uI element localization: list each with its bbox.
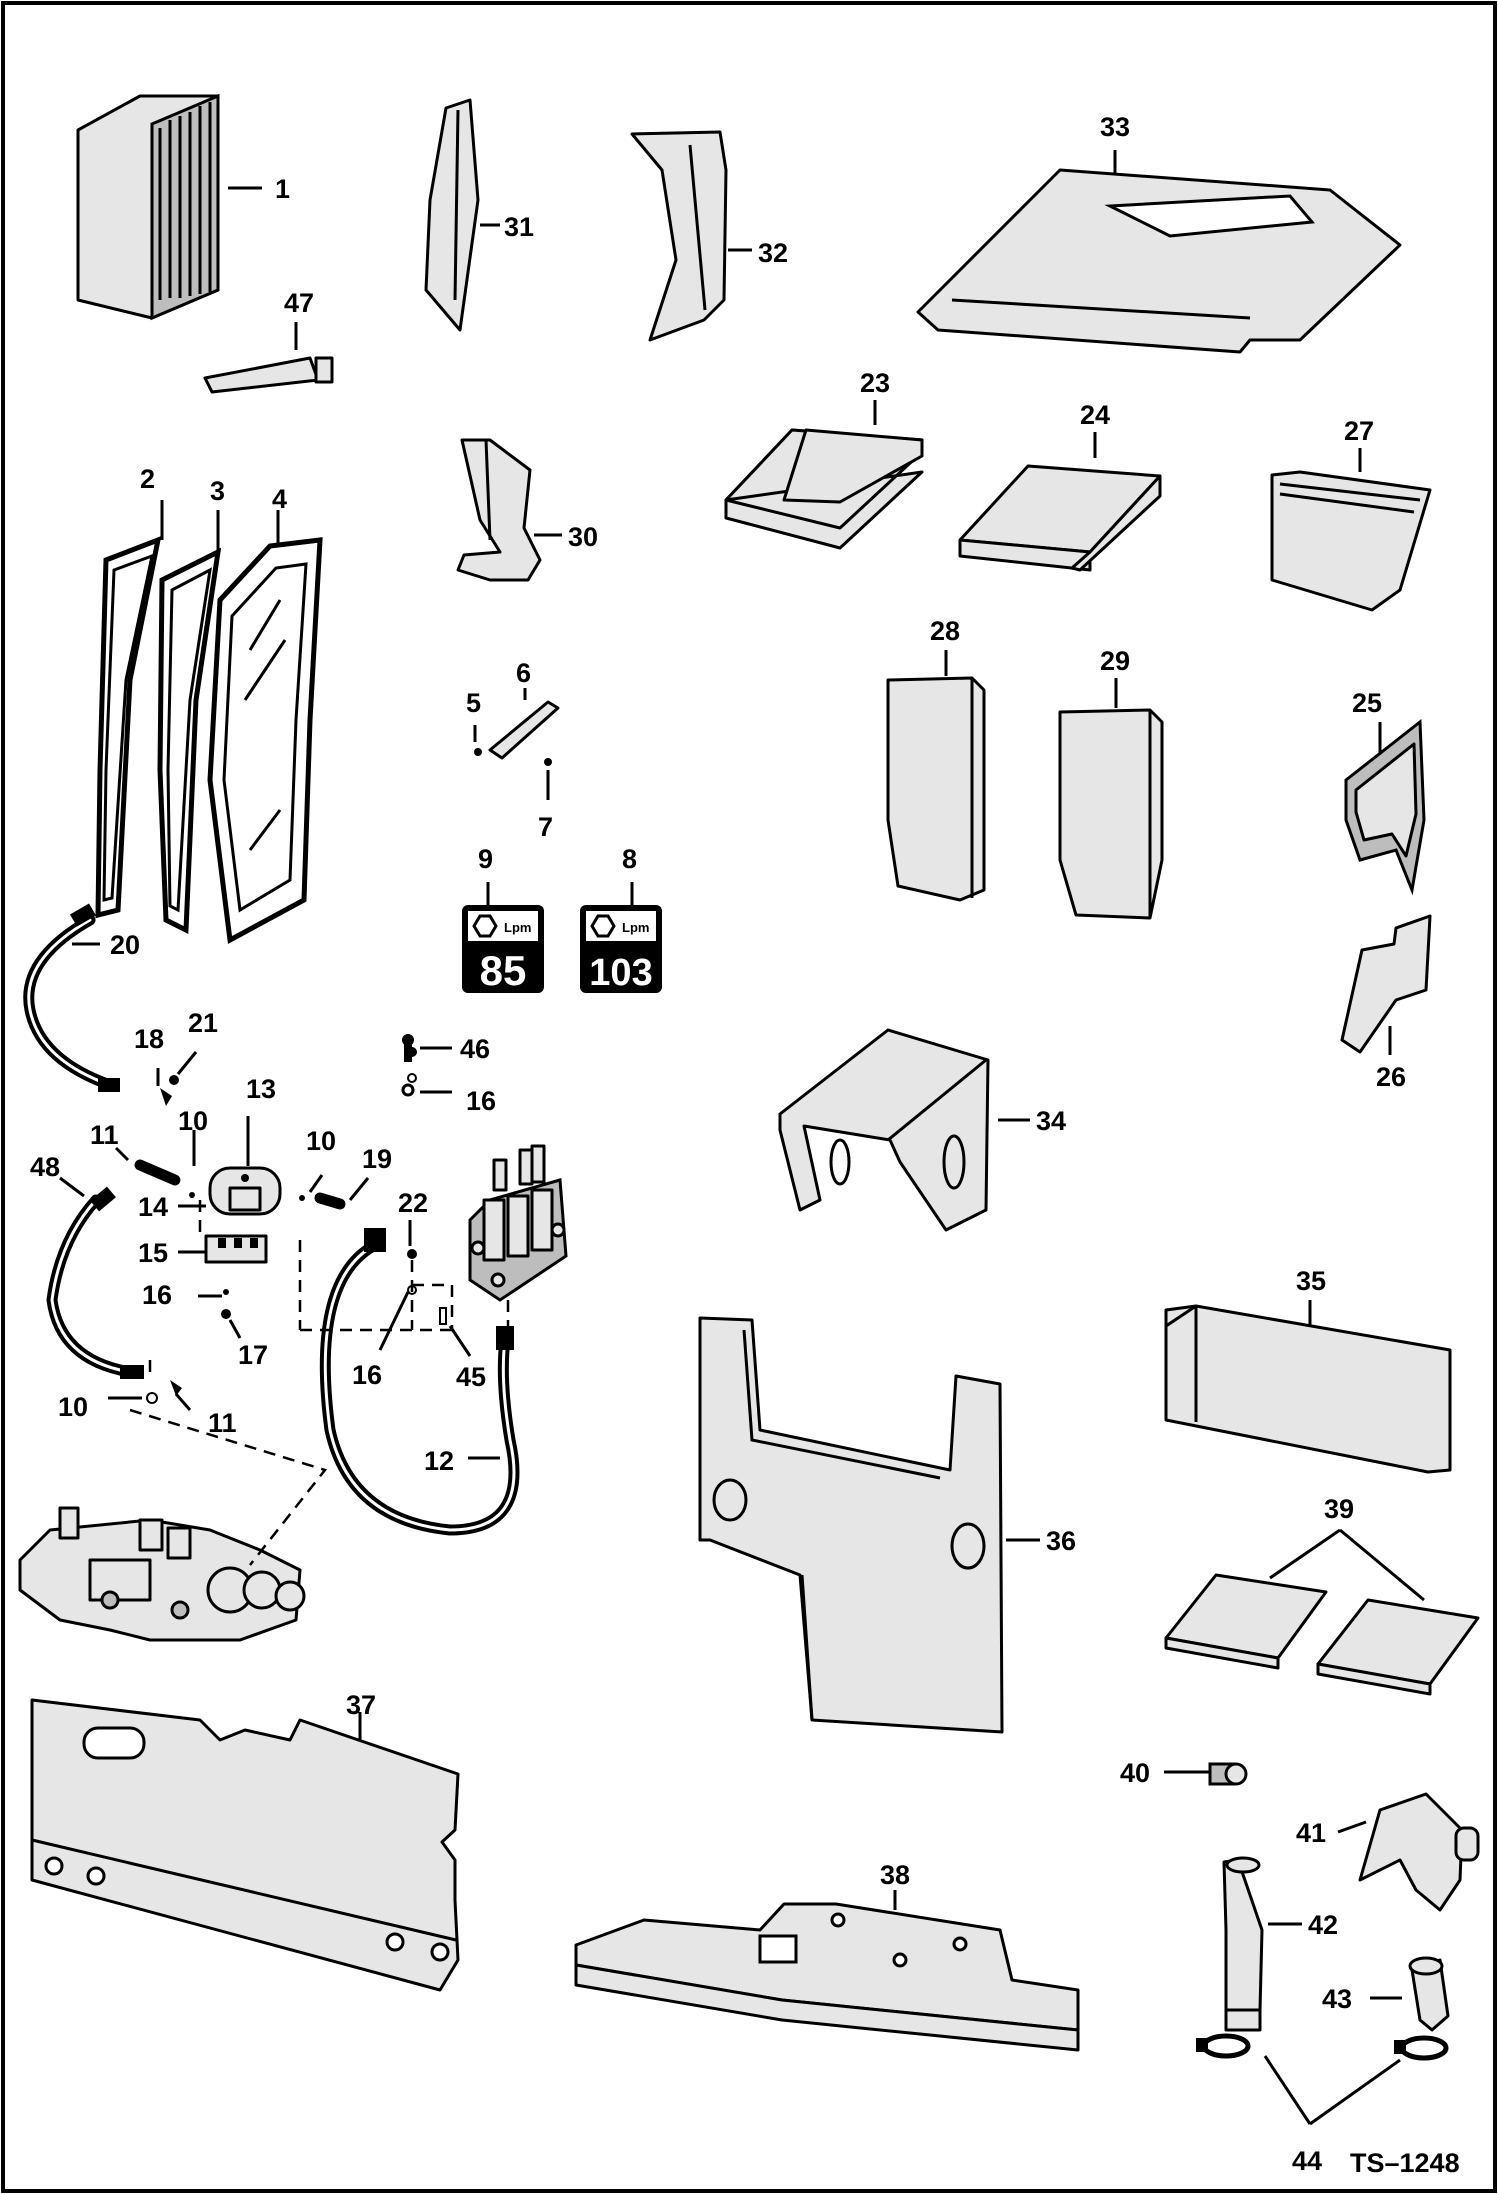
- part-37-panel: [30, 1698, 460, 1992]
- part-44-clamps: [1196, 2033, 1449, 2126]
- callout-15: 15: [138, 1238, 168, 1268]
- callout-43: 43: [1322, 1984, 1352, 2014]
- part-24-foam: [958, 432, 1162, 572]
- callout-28: 28: [930, 616, 960, 646]
- callout-2: 2: [140, 464, 155, 494]
- callout-23: 23: [860, 368, 890, 398]
- decal-8-unit: Lpm: [622, 920, 649, 935]
- decal-8-value: 103: [589, 952, 652, 994]
- decal-9: Lpm 85: [462, 882, 544, 994]
- part-48-hose: [46, 1176, 144, 1379]
- hydraulic-pump: [18, 1408, 328, 1642]
- callout-11a: 11: [90, 1120, 119, 1150]
- callout-17: 17: [238, 1340, 268, 1370]
- leader-lines: [108, 1051, 472, 1411]
- callout-16b: 16: [352, 1360, 382, 1390]
- callout-19: 19: [362, 1144, 392, 1174]
- callout-4: 4: [272, 484, 287, 514]
- part-36-panel: [698, 1316, 1040, 1734]
- callout-27: 27: [1344, 416, 1374, 446]
- callout-46: 46: [460, 1034, 490, 1064]
- callout-44: 44: [1292, 2146, 1322, 2176]
- part-34-cover: [778, 1028, 1030, 1232]
- part-30-trim: [456, 438, 562, 582]
- callout-34: 34: [1036, 1106, 1066, 1136]
- part-4-glass: [207, 510, 323, 944]
- callout-45: 45: [456, 1362, 486, 1392]
- callout-labels: 1 2 3 4 5 6 7 8 9 10 10 10 11 11 12 13 1…: [30, 112, 1460, 2178]
- part-3-seal: [157, 510, 222, 934]
- callout-25: 25: [1352, 688, 1382, 718]
- decal-8: Lpm 103: [580, 882, 662, 994]
- callout-5: 5: [466, 688, 481, 718]
- callout-30: 30: [568, 522, 598, 552]
- part-33-headliner: [916, 150, 1402, 354]
- part-31-pillar-trim: [424, 98, 500, 332]
- callout-47: 47: [284, 288, 314, 318]
- part-23-foam: [724, 400, 924, 550]
- callout-10b: 10: [306, 1126, 336, 1156]
- callout-29: 29: [1100, 646, 1130, 676]
- callout-11b: 11: [208, 1408, 237, 1438]
- callout-6: 6: [516, 658, 531, 688]
- part-40-clip: [1164, 1762, 1248, 1786]
- callout-14: 14: [138, 1192, 168, 1222]
- part-39-foam-pads: [1164, 1528, 1480, 1696]
- callout-31: 31: [504, 212, 534, 242]
- callout-8: 8: [622, 844, 637, 874]
- part-47-tube: [203, 322, 334, 394]
- callout-12: 12: [424, 1446, 454, 1476]
- callout-1: 1: [275, 174, 290, 204]
- callout-35: 35: [1296, 1266, 1326, 1296]
- part-32-pillar-trim: [630, 130, 752, 342]
- callout-21: 21: [188, 1008, 218, 1038]
- callout-20: 20: [110, 930, 140, 960]
- callout-16a: 16: [142, 1280, 172, 1310]
- part-27-foam: [1270, 448, 1432, 612]
- part-25-seal: [1344, 719, 1426, 896]
- callout-32: 32: [758, 238, 788, 268]
- callout-39: 39: [1324, 1494, 1354, 1524]
- callout-10a: 10: [178, 1106, 208, 1136]
- part-28-foam: [886, 650, 986, 902]
- hydraulic-filter-assembly: [134, 1047, 510, 1404]
- part-6-plate: [473, 688, 560, 800]
- part-46-bolt: [401, 1034, 452, 1097]
- callout-37: 37: [346, 1690, 376, 1720]
- callout-24: 24: [1080, 400, 1110, 430]
- callout-40: 40: [1120, 1758, 1150, 1788]
- callout-9: 9: [478, 844, 493, 874]
- callout-13: 13: [246, 1074, 276, 1104]
- callout-41: 41: [1296, 1818, 1326, 1848]
- part-43-elbow: [1370, 1956, 1450, 2032]
- control-valve: [468, 1144, 568, 1302]
- callout-10c: 10: [58, 1392, 88, 1422]
- callout-3: 3: [210, 476, 225, 506]
- callout-26: 26: [1376, 1062, 1406, 1092]
- callout-33: 33: [1100, 112, 1130, 142]
- part-35-foam: [1164, 1300, 1452, 1474]
- callout-22: 22: [398, 1188, 428, 1218]
- drawing-number: TS–1248: [1350, 2148, 1460, 2178]
- callout-36: 36: [1046, 1526, 1076, 1556]
- callout-7: 7: [538, 812, 553, 842]
- callout-16c: 16: [466, 1086, 496, 1116]
- part-2-seal: [95, 500, 164, 919]
- callout-48: 48: [30, 1152, 60, 1182]
- part-42-stack: [1222, 1856, 1302, 2032]
- part-26-trim: [1340, 914, 1432, 1055]
- callout-42: 42: [1308, 1910, 1338, 1940]
- part-1-filter: [76, 93, 262, 321]
- part-20-hose: [23, 903, 120, 1092]
- part-38-floor: [574, 1890, 1080, 2052]
- decal-9-unit: Lpm: [504, 920, 531, 935]
- decal-9-value: 85: [480, 947, 527, 994]
- part-29-foam: [1058, 678, 1164, 920]
- callout-18: 18: [134, 1024, 164, 1054]
- part-41-elbow: [1337, 1792, 1480, 1912]
- callout-38: 38: [880, 1860, 910, 1890]
